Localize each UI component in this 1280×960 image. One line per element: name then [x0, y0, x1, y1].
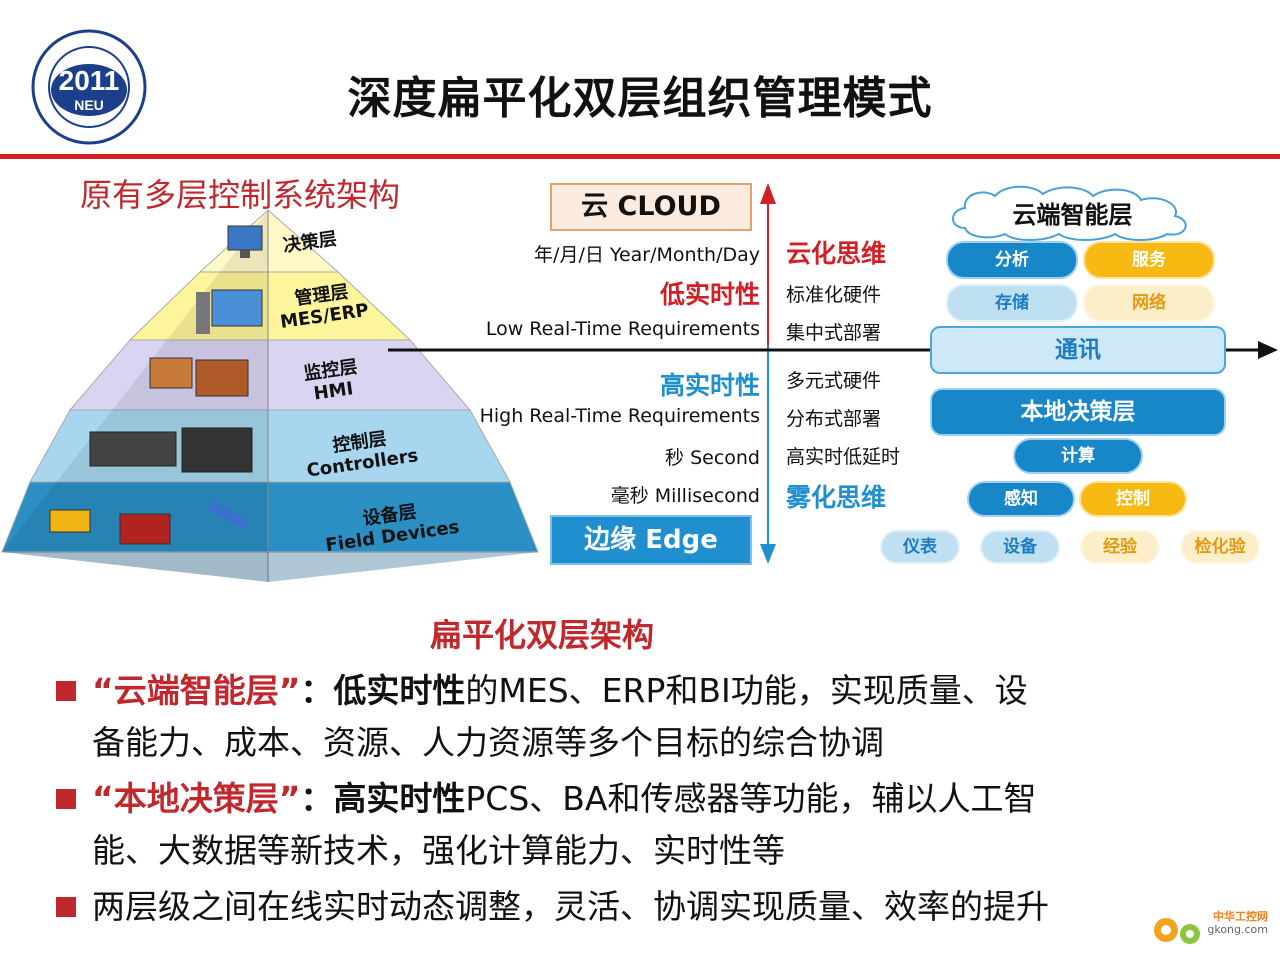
edge-box: 边缘 Edge	[550, 515, 752, 565]
storage-pill: 存储	[946, 284, 1078, 322]
right-arrowhead	[1258, 341, 1278, 359]
second-label: 秒 Second	[665, 447, 760, 469]
page-title: 深度扁平化双层组织管理模式	[347, 73, 933, 124]
bullet-quote: “本地决策层”	[92, 779, 301, 818]
monitor-icon	[227, 225, 263, 258]
low-realtime-desc: Low Real-Time Requirements	[485, 318, 760, 340]
high-realtime-label: 高实时性	[659, 371, 760, 400]
service-pill: 服务	[1083, 241, 1215, 279]
instrument-pill: 仪表	[880, 530, 960, 564]
standard-hardware-label: 标准化硬件	[786, 284, 882, 306]
control-pill: 控制	[1079, 481, 1187, 517]
low-latency-label: 高实时低延时	[786, 446, 901, 468]
bullet-continuation: 能、大数据等新技术，强化计算能力、实时性等	[92, 831, 785, 870]
high-realtime-desc: High Real-Time Requirements	[479, 405, 760, 427]
cloud-box: 云 CLOUD	[550, 183, 752, 231]
experience-pill: 经验	[1080, 530, 1160, 564]
watermark: 中华工控网 gkong.com	[1207, 910, 1268, 936]
bullet-marker	[56, 897, 76, 917]
fog-thinking-label: 雾化思维	[786, 483, 887, 512]
up-arrowhead	[760, 183, 776, 204]
cloud-intelligence-label: 云端智能层	[1012, 201, 1133, 229]
gear-icon	[1154, 918, 1200, 944]
bullet-item: 两层级之间在线实时动态调整，灵活、协调实现质量、效率的提升	[56, 881, 1246, 933]
bullet-text: 两层级之间在线实时动态调整，灵活、协调实现质量、效率的提升	[92, 887, 1049, 926]
inspection-pill: 检化验	[1180, 530, 1260, 564]
bullet-marker	[56, 681, 76, 701]
bullet-item: “本地决策层”：高实时性PCS、BA和传感器等功能，辅以人工智 能、大数据等新技…	[56, 773, 1246, 877]
title-divider	[0, 154, 1280, 159]
compute-pill: 计算	[1013, 438, 1143, 474]
logo-abbr: NEU	[74, 97, 104, 113]
bullet-text: 的MES、ERP和BI功能，实现质量、设	[465, 671, 1028, 710]
bullet-colon: ：	[300, 779, 334, 818]
bullet-strong: 低实时性	[333, 671, 466, 710]
bullet-marker	[56, 789, 76, 809]
centralized-deploy-label: 集中式部署	[786, 322, 882, 344]
bullet-text: PCS、BA和传感器等功能，辅以人工智	[465, 779, 1037, 818]
sensing-pill: 感知	[967, 481, 1075, 517]
time-scale-label: 年/月/日 Year/Month/Day	[534, 244, 760, 266]
hmi-screens-icon	[149, 357, 249, 397]
watermark-cn: 中华工控网	[1213, 910, 1268, 923]
logo-year: 2011	[59, 65, 120, 96]
bullet-quote: “云端智能层”	[92, 671, 301, 710]
cloud-thinking-label: 云化思维	[786, 239, 887, 268]
watermark-url: gkong.com	[1207, 923, 1268, 936]
down-arrowhead	[760, 544, 776, 564]
bullet-list: “云端智能层”：低实时性的MES、ERP和BI功能，实现质量、设 备能力、成本、…	[56, 665, 1246, 933]
analysis-pill: 分析	[946, 241, 1078, 279]
bullet-item: “云端智能层”：低实时性的MES、ERP和BI功能，实现质量、设 备能力、成本、…	[56, 665, 1246, 769]
low-realtime-label: 低实时性	[659, 280, 760, 309]
cloud-shape	[952, 185, 1187, 241]
local-decision-bar: 本地决策层	[930, 388, 1226, 436]
network-pill: 网络	[1083, 284, 1215, 322]
bullet-continuation: 备能力、成本、资源、人力资源等多个目标的综合协调	[92, 723, 884, 762]
distributed-deploy-label: 分布式部署	[786, 408, 882, 430]
diverse-hardware-label: 多元式硬件	[786, 370, 882, 392]
field-devices-icon	[49, 500, 248, 545]
bullet-colon: ：	[300, 671, 334, 710]
equipment-pill: 设备	[980, 530, 1060, 564]
communication-bar: 通讯	[930, 326, 1226, 374]
pyramid-heading: 原有多层控制系统架构	[80, 176, 401, 214]
flat-architecture-heading: 扁平化双层架构	[430, 616, 655, 654]
neu-logo: 2011 NEU	[31, 29, 147, 145]
controller-rack-icon	[89, 427, 253, 473]
millisecond-label: 毫秒 Millisecond	[610, 485, 760, 507]
computer-icon	[196, 289, 263, 334]
pyramid-diagram	[1, 210, 539, 582]
bullet-strong: 高实时性	[333, 779, 466, 818]
